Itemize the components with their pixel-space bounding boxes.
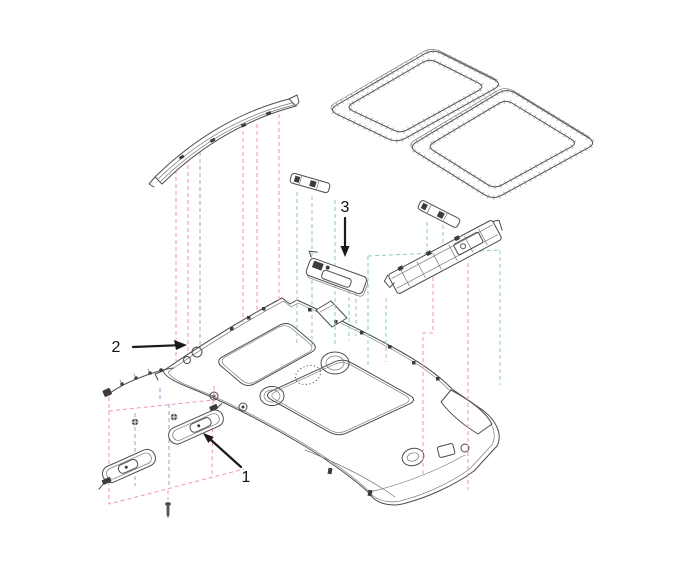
speaker-grille	[294, 364, 322, 386]
console-bracket-window	[321, 269, 352, 288]
front-sunroof-opening	[218, 323, 316, 386]
wiring-harness	[102, 367, 174, 397]
callout-1-arrowhead	[203, 433, 214, 443]
screw	[131, 418, 139, 426]
visor-mirror-slot	[117, 459, 139, 474]
overhead-console-bracket	[305, 250, 369, 297]
callout-2-arrowhead	[174, 340, 187, 350]
visor-mount-screws	[131, 413, 178, 518]
grab-handle-boss	[440, 389, 493, 435]
callout-3: 3	[340, 199, 350, 257]
mounting-bracket-rear	[417, 200, 461, 228]
rear-lamp-ring	[401, 447, 425, 467]
bow-clips	[178, 111, 272, 160]
callout-3-arrowhead	[340, 246, 350, 257]
mounting-bracket-front	[289, 172, 331, 194]
edge-clips	[230, 307, 440, 497]
callout-1: 1	[203, 433, 251, 486]
callout-1-label: 1	[242, 469, 251, 486]
visor-mount-left	[209, 391, 219, 401]
leader-lines-blue	[134, 152, 201, 488]
callout-2: 2	[112, 339, 187, 356]
sun-visor-right	[168, 403, 224, 445]
bottom-screw	[165, 502, 171, 518]
rear-switch-cutout	[436, 443, 456, 458]
sun-visor-left	[98, 448, 156, 490]
roof-bow	[148, 94, 300, 188]
rear-sunroof-opening	[266, 359, 415, 436]
callout-2-label: 2	[112, 339, 121, 356]
visor-mirror-slot	[189, 417, 212, 433]
rear-roof-rail	[383, 219, 503, 294]
visor-mount-right	[238, 402, 248, 412]
callout-3-label: 3	[341, 199, 350, 216]
sunroof-frame-rear	[410, 88, 595, 200]
headliner	[154, 297, 500, 506]
sunroof-frame-front	[330, 49, 501, 143]
console-mount-boss	[315, 300, 348, 328]
harness-connector	[102, 388, 112, 397]
visor-pivot	[209, 404, 219, 412]
screw	[170, 413, 178, 421]
dome-lamp-ring	[320, 351, 350, 375]
leader-lines-pink	[108, 114, 469, 505]
rear-frame-opening	[429, 100, 575, 188]
front-lamp-ring	[259, 386, 285, 406]
visor-pivot	[101, 477, 112, 485]
